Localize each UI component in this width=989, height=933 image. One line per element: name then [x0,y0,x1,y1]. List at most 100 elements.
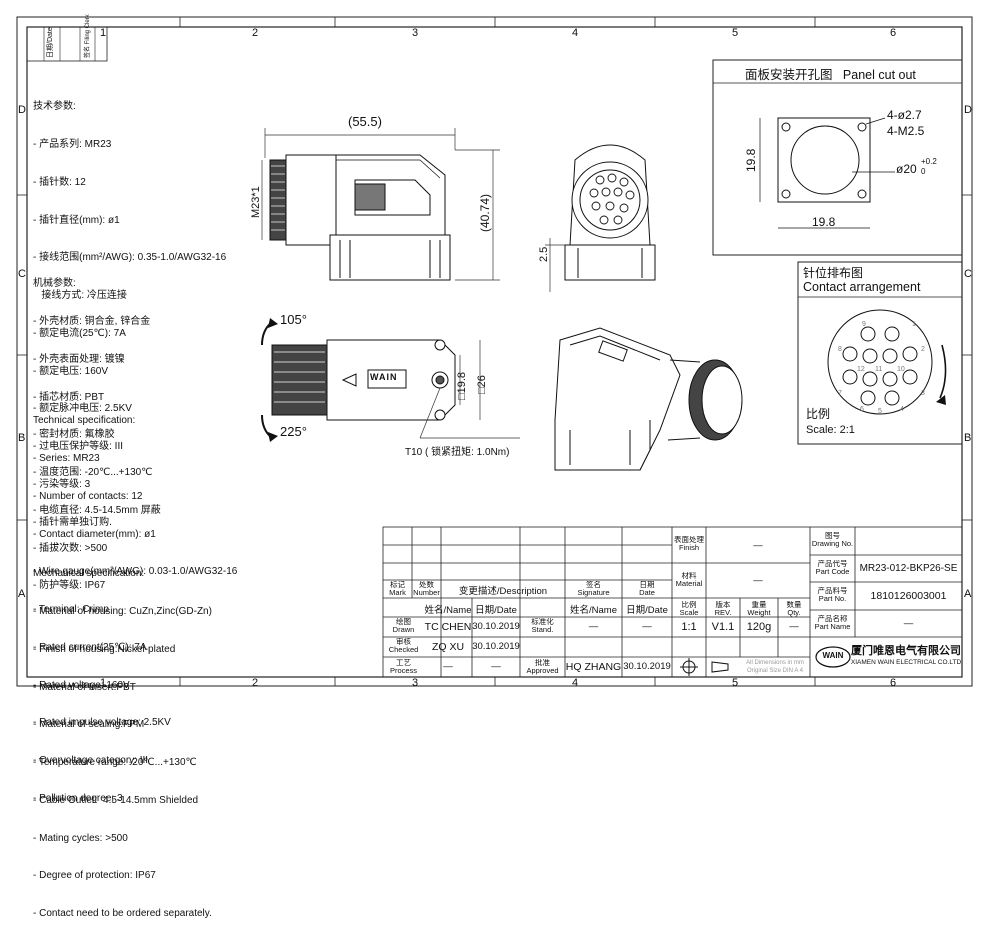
dim-thread: M23*1 [250,186,262,218]
rev-value: V1.1 [711,621,735,633]
corner-clerk-label: 签名 Filing Clerk [85,14,91,58]
panel-diameter-label: ø20 [896,162,917,176]
spec-line: - 密封材质: 氟橡胶 [33,429,115,441]
outer-frame [16,16,973,687]
spec-line: 接线方式: 冷压连接 [33,290,127,302]
part-code-value: MR23-012-BKP26-SE [859,563,958,574]
front-view-drawing [564,144,656,281]
weight-value: 120g [746,621,772,633]
spec-line: - Rated voltage: 160V [33,679,130,691]
spec-line: - Material of housing: CuZn,Zinc(GD-Zn) [33,605,212,617]
company-name-en: XIAMEN WAIN ELECTRICAL CO.LTD [850,659,962,666]
dim-height: (40.74) [478,193,492,232]
date-header-2: 日期/Date [626,605,668,616]
spec-cn-mechanical-title: 机械参数: [33,278,76,290]
spec-line: - 额定脉冲电压: 2.5KV [33,403,132,415]
spec-line: - 插拔次数: >500 [33,542,108,554]
grid-top-3: 3 [412,27,419,39]
pin-number-label: 10 [897,366,905,373]
date-header: 日期/Date [475,605,517,616]
part-no-value: 1810126003001 [870,590,947,602]
spec-line: - 插针需单独订购. [33,516,112,528]
spec-line: - 插针直径(mm): ø1 [33,214,120,226]
grid-bottom-3: 3 [412,677,419,689]
rev-label: 版本 REV. [714,601,732,617]
contact-scale-cn: 比例 [806,407,831,421]
panel-tol-upper: +0.2 [921,157,937,166]
company-logo-oval [815,646,851,668]
spec-line: - 外壳材质: 铜合金, 锌合金 [33,315,151,327]
panel-cutout-title: 面板安装开孔图 Panel cut out [745,68,916,82]
spec-line: - Cable Outlet: 4.5-14.5mm Shielded [33,794,199,806]
grid-left-b: B [18,432,26,444]
spec-line: - Finish of housing:Nickel-plated [33,643,176,655]
grid-bottom-1: 1 [100,677,107,689]
spec-en-mechanical: Mechanical specification: - Material of … [33,543,212,933]
contact-title-cn: 针位排布图 [803,266,864,280]
top-view-drawing [271,339,456,421]
spec-en-technical-title: Technical specification: [33,415,136,427]
material-label: 材料 Material [675,572,703,588]
spec-line: - Material of sealing:FPM [33,719,145,731]
qty-value: — [789,621,799,632]
spec-cn-technical-title: 技术参数: [33,101,76,113]
spec-line: - Terminal: Crimp [33,604,109,616]
pin-number-label: 11 [875,366,883,373]
company-name-cn: 厦门唯恩电气有限公司 [851,645,961,657]
panel-dim-vertical: 19.8 [744,148,758,172]
grid-right-d: D [964,104,972,116]
panel-thread-label: 4-M2.5 [887,124,925,138]
grid-top-4: 4 [572,27,579,39]
spec-line: - Number of contacts: 12 [33,490,143,502]
brand-mark-top-view: WAIN [370,372,398,382]
part-name-value: — [903,618,914,629]
pin-number-label: 9 [862,321,866,328]
isometric-view-drawing [554,327,743,471]
name-header-2: 姓名/Name [570,605,617,616]
dim-square-inner: □19.8 [456,371,468,400]
finish-value: — [753,540,763,551]
screw-torque-note: T10 ( 锁紧扭矩: 1.0Nm) [405,447,510,458]
spec-line: - Rated current(25℃): 7A [33,641,147,653]
pin-number-label: 6 [860,406,864,413]
dimensions-note: All Dimensions in mm Original Size DIN A… [746,660,804,674]
spec-line: - 污染等级: 3 [33,479,91,490]
contact-scale-en: Scale: 2:1 [806,424,855,436]
grid-top-1: 1 [100,27,107,39]
spec-line: - 防护等级: IP67 [33,580,106,592]
finish-label: 表面处理 Finish [674,536,704,552]
weight-label: 重量 Weight [747,601,771,617]
scale-label: 比例 Scale [679,601,699,617]
rev-date-header: 日期 Date [639,581,655,597]
pin-number-label: 7 [838,390,842,397]
panel-holes-label: 4-ø2.7 [887,108,922,122]
spec-line: - 电缆直径: 4.5-14.5mm 屏蔽 [33,504,161,516]
approved-label: 批准 Approved [526,659,559,675]
process-label: 工艺 Process [389,659,418,675]
part-no-label: 产品料号 Part No. [817,587,848,603]
rev-description-header: 变更描述/Description [458,586,548,597]
grid-bottom-2: 2 [252,677,259,689]
angle-down-label: 225° [280,424,307,439]
drawn-label: 绘图 Drawn [392,618,415,634]
spec-line: - Material of Insert:PBT [33,681,136,693]
drawing-no-label: 图号 Drawing No. [811,532,854,548]
grid-left-d: D [18,104,26,116]
spec-line: - 产品系列: MR23 [33,138,112,150]
grid-bottom-5: 5 [732,677,739,689]
pin-number-label: 1 [912,321,916,328]
dim-square-outer: □26 [476,375,488,394]
spec-line: - Series: MR23 [33,452,100,464]
spec-line: - 接线范围(mm²/AWG): 0.35-1.0/AWG32-16 [33,252,227,264]
spec-line: - Wire gauge(mm²/AWG): 0.03-1.0/AWG32-16 [33,566,238,578]
scale-value: 1:1 [681,621,697,633]
rev-number-header: 处数 Number [413,581,440,597]
process-name: — [443,661,453,672]
dim-flange: 2.5 [538,246,550,262]
angle-up-label: 105° [280,312,307,327]
pin-number-label: 4 [900,406,904,413]
checked-date: 30.10.2019 [472,641,520,652]
grid-top-6: 6 [890,27,897,39]
part-code-label: 产品代号 Part Code [815,560,850,576]
approved-name: HQ ZHANG [565,661,622,673]
